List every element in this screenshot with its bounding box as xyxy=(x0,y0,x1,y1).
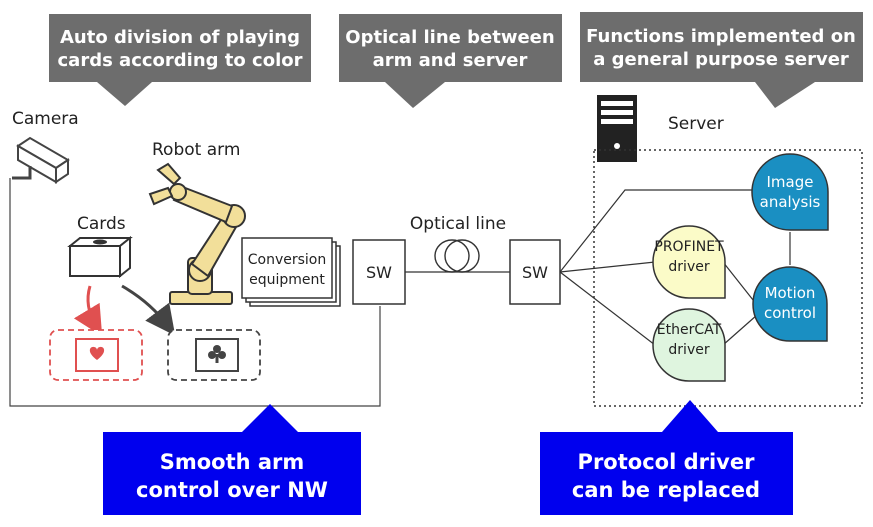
callout-smooth-control: Smooth arm control over NW xyxy=(103,404,361,515)
switch-left: SW xyxy=(352,239,406,305)
conversion-label-line2: equipment xyxy=(249,272,325,288)
robot-arm-label: Robot arm xyxy=(152,140,240,160)
callout-functions-line2: a general purpose server xyxy=(593,49,849,70)
heart-card-icon xyxy=(89,346,105,360)
callout-optical-line-line2: arm and server xyxy=(373,50,528,71)
club-card-tray xyxy=(167,329,261,381)
cards-label: Cards xyxy=(77,214,126,234)
control-loop-line xyxy=(9,178,381,407)
optical-coil-icon xyxy=(434,239,480,273)
server-tower-icon xyxy=(597,95,637,162)
callout-protocol-line2: can be replaced xyxy=(572,478,760,502)
motion-control-line1: Motion xyxy=(765,284,816,302)
callout-auto-division-line1: Auto division of playing xyxy=(60,27,300,48)
switch-left-label: SW xyxy=(366,263,392,282)
optical-line-label: Optical line xyxy=(410,214,506,234)
profinet-line1: PROFINET xyxy=(654,239,724,255)
callout-protocol-driver: Protocol driver can be replaced xyxy=(540,400,793,515)
card-box-icon xyxy=(67,235,133,279)
conversion-label-line1: Conversion xyxy=(248,252,327,268)
ethercat-line1: EtherCAT xyxy=(657,322,722,338)
callout-smooth-line2: control over NW xyxy=(136,478,328,502)
red-sort-arrow xyxy=(73,285,103,337)
callout-auto-division-line2: cards according to color xyxy=(58,50,303,71)
heart-card-tray xyxy=(49,329,143,381)
image-analysis-line2: analysis xyxy=(760,193,821,211)
conversion-equipment: Conversion equipment xyxy=(241,237,341,307)
dark-sort-arrow xyxy=(121,284,176,336)
server-connections xyxy=(559,189,791,346)
profinet-line2: driver xyxy=(668,259,709,275)
ethercat-driver-bubble: EtherCAT driver xyxy=(652,308,726,382)
callout-auto-division: Auto division of playing cards according… xyxy=(49,14,311,106)
callout-optical-line: Optical line between arm and server xyxy=(339,14,562,108)
image-analysis-bubble: Image analysis xyxy=(751,153,829,231)
robot-arm-icon xyxy=(148,162,246,305)
switch-right-label: SW xyxy=(522,263,548,282)
callout-functions-line1: Functions implemented on xyxy=(586,26,856,47)
switch-right: SW xyxy=(509,239,561,305)
camera-label: Camera xyxy=(12,109,79,129)
callout-functions-server: Functions implemented on a general purpo… xyxy=(580,12,863,108)
motion-control-bubble: Motion control xyxy=(752,266,828,342)
camera-icon xyxy=(12,136,70,184)
callout-optical-line-line1: Optical line between xyxy=(345,27,554,48)
callout-protocol-line1: Protocol driver xyxy=(578,450,756,474)
profinet-driver-bubble: PROFINET driver xyxy=(652,225,726,299)
image-analysis-line1: Image xyxy=(767,173,814,191)
motion-control-line2: control xyxy=(764,304,816,322)
server-label: Server xyxy=(668,114,724,134)
ethercat-line2: driver xyxy=(668,342,709,358)
callout-smooth-line1: Smooth arm xyxy=(160,450,305,474)
club-card-icon xyxy=(208,345,226,363)
server-boundary xyxy=(593,149,863,407)
